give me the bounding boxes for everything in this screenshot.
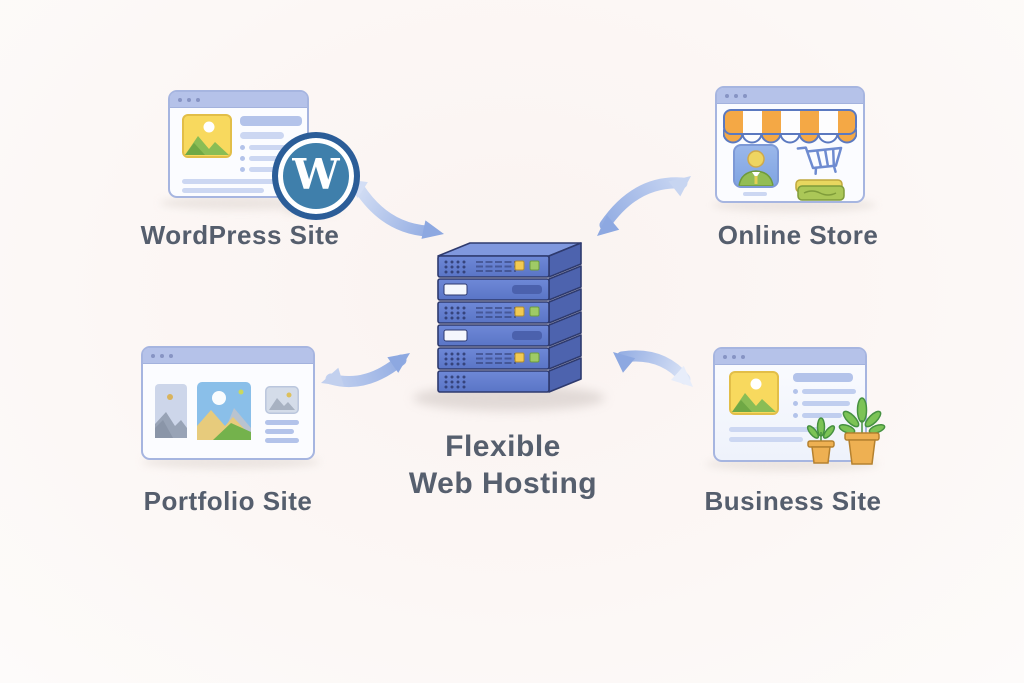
portfolio-site-label: Portfolio Site bbox=[143, 486, 313, 516]
text-line bbox=[249, 156, 299, 161]
window-dot-icon bbox=[734, 93, 738, 98]
gallery-thumbnail-icon bbox=[265, 386, 299, 414]
wordpress-logo-letter: W bbox=[292, 150, 340, 199]
text-line bbox=[802, 413, 842, 418]
text-line bbox=[249, 145, 299, 150]
business-site-label: Business Site bbox=[704, 486, 882, 516]
text-line bbox=[182, 188, 264, 193]
gallery-thumbnail-icon bbox=[155, 384, 187, 438]
online-store-window bbox=[715, 86, 865, 203]
gallery-thumbnail-icon bbox=[197, 382, 251, 440]
wordpress-site-label: WordPress Site bbox=[140, 220, 340, 250]
bullet-dot bbox=[793, 401, 798, 406]
server-drive-bays bbox=[443, 283, 542, 342]
store-window-titlebar bbox=[717, 88, 863, 104]
potted-plants-icon bbox=[806, 397, 886, 465]
bullet-dot bbox=[240, 145, 245, 150]
text-line bbox=[743, 192, 767, 196]
business-window-titlebar bbox=[715, 349, 865, 365]
window-dot-icon bbox=[743, 93, 747, 98]
curved-arrow-portfolio bbox=[321, 353, 410, 388]
window-dot-icon bbox=[178, 97, 182, 102]
window-dot-icon bbox=[169, 353, 173, 358]
text-line bbox=[265, 420, 299, 425]
image-placeholder-icon bbox=[729, 371, 779, 415]
online-store-label: Online Store bbox=[717, 220, 879, 250]
text-line bbox=[265, 438, 299, 443]
window-dot-icon bbox=[732, 354, 736, 359]
bullet-dot bbox=[240, 156, 245, 161]
image-placeholder-icon bbox=[182, 114, 232, 158]
storefront-awning-icon bbox=[723, 109, 857, 144]
text-line bbox=[249, 167, 293, 172]
text-line bbox=[802, 389, 856, 394]
text-line bbox=[802, 401, 850, 406]
user-avatar-icon bbox=[733, 144, 779, 188]
bullet-dot bbox=[793, 389, 798, 394]
curved-arrow-business bbox=[613, 350, 693, 387]
text-line bbox=[240, 116, 302, 126]
portfolio-window-titlebar bbox=[143, 348, 313, 364]
text-line bbox=[265, 429, 294, 434]
text-line bbox=[729, 427, 821, 432]
text-line bbox=[729, 437, 803, 442]
server-stack-icon bbox=[437, 242, 582, 393]
cash-icon bbox=[795, 179, 845, 201]
wordpress-logo-icon: W bbox=[272, 132, 360, 220]
window-dot-icon bbox=[160, 353, 164, 358]
window-dot-icon bbox=[723, 354, 727, 359]
wordpress-window-titlebar bbox=[170, 92, 307, 108]
hosting-title-line2: Web Hosting bbox=[408, 467, 598, 500]
portfolio-site-window bbox=[141, 346, 315, 460]
business-site-window bbox=[713, 347, 867, 462]
bullet-dot bbox=[793, 413, 798, 418]
window-dot-icon bbox=[196, 97, 200, 102]
window-dot-icon bbox=[725, 93, 729, 98]
text-line bbox=[240, 132, 284, 139]
hosting-title: Flexible Web Hosting bbox=[383, 428, 623, 502]
hosting-title-line1: Flexible bbox=[445, 430, 561, 463]
bullet-dot bbox=[240, 167, 245, 172]
text-line bbox=[182, 179, 280, 184]
server-led-lights bbox=[514, 260, 540, 363]
window-dot-icon bbox=[187, 97, 191, 102]
text-line bbox=[793, 373, 853, 382]
server-vent-dots bbox=[444, 260, 466, 389]
window-dot-icon bbox=[741, 354, 745, 359]
window-dot-icon bbox=[151, 353, 155, 358]
shopping-cart-icon bbox=[796, 146, 843, 176]
